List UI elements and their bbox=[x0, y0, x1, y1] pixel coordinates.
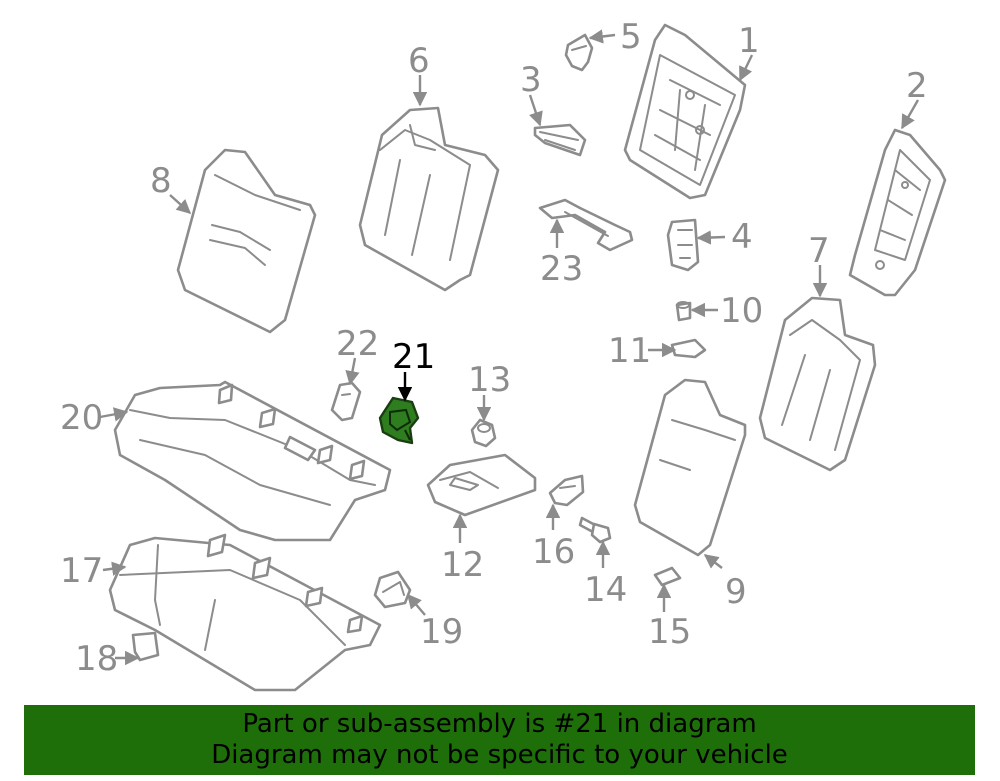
part-23-wire-bracket bbox=[538, 198, 634, 252]
part-9-seatback-pad bbox=[633, 378, 747, 557]
part-12-armrest bbox=[426, 453, 537, 517]
part-15-cap bbox=[653, 566, 682, 587]
label-9: 9 bbox=[725, 572, 747, 612]
label-11: 11 bbox=[608, 331, 651, 371]
label-1: 1 bbox=[738, 21, 760, 61]
label-6: 6 bbox=[408, 41, 430, 81]
label-12: 12 bbox=[441, 545, 484, 585]
label-8: 8 bbox=[150, 161, 172, 201]
label-16: 16 bbox=[532, 532, 575, 572]
part-8-seatback-pad bbox=[176, 148, 317, 334]
part-7-seatback-cover bbox=[758, 296, 877, 472]
part-6-seatback-cover bbox=[358, 106, 500, 292]
part-13-nut bbox=[470, 418, 497, 448]
banner-line-part: Part or sub-assembly is #21 in diagram bbox=[242, 709, 757, 739]
label-23: 23 bbox=[540, 249, 583, 289]
parts-diagram: 1 2 3 4 5 6 7 8 9 10 11 12 13 14 15 16 1… bbox=[60, 17, 947, 692]
label-17: 17 bbox=[60, 551, 103, 591]
part-1-seatback-frame bbox=[623, 23, 747, 200]
label-20: 20 bbox=[60, 398, 103, 438]
part-11-bracket bbox=[670, 338, 707, 359]
label-13: 13 bbox=[468, 360, 511, 400]
label-5: 5 bbox=[620, 17, 642, 57]
part-17-seat-cushion-cover bbox=[108, 533, 382, 692]
part-3-bracket bbox=[533, 123, 587, 157]
part-18-clip bbox=[131, 631, 160, 662]
label-19: 19 bbox=[420, 612, 463, 652]
label-10: 10 bbox=[720, 291, 763, 331]
part-4-clip bbox=[666, 218, 700, 272]
label-4: 4 bbox=[731, 217, 753, 257]
part-14-bolt bbox=[578, 516, 612, 544]
label-15: 15 bbox=[648, 612, 691, 652]
label-22: 22 bbox=[336, 324, 379, 364]
label-18: 18 bbox=[75, 639, 118, 679]
banner-line-disclaimer: Diagram may not be specific to your vehi… bbox=[211, 740, 788, 770]
part-2-side-frame bbox=[848, 128, 947, 297]
part-5-clip bbox=[564, 33, 594, 72]
part-19-bracket bbox=[373, 570, 412, 609]
label-3: 3 bbox=[520, 60, 542, 100]
leader-lines bbox=[99, 29, 920, 666]
label-2: 2 bbox=[906, 66, 928, 106]
part-16-hook bbox=[548, 474, 585, 507]
part-10-grommet bbox=[675, 301, 692, 322]
callout-labels: 1 2 3 4 5 6 7 8 9 10 11 12 13 14 15 16 1… bbox=[60, 17, 928, 679]
label-14: 14 bbox=[584, 570, 627, 610]
part-21-bracket-highlighted[interactable] bbox=[378, 396, 420, 445]
info-banner: Part or sub-assembly is #21 in diagram D… bbox=[24, 705, 975, 775]
part-22-clip bbox=[330, 381, 362, 422]
label-21[interactable]: 21 bbox=[392, 337, 435, 377]
label-7: 7 bbox=[808, 231, 830, 271]
part-20-seat-cushion-pad bbox=[113, 380, 392, 542]
